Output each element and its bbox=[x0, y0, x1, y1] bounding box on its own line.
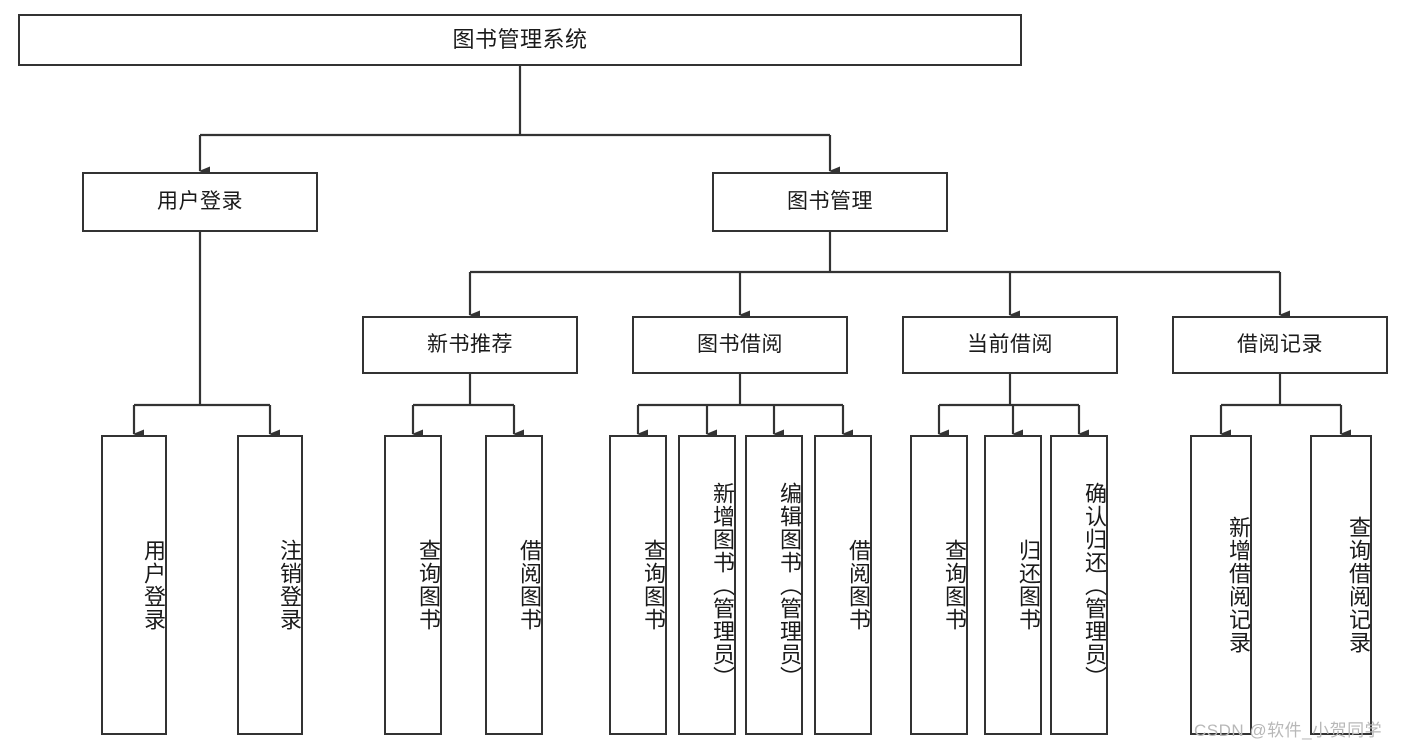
node-label: 归还图书 bbox=[1016, 539, 1041, 631]
node-leaf-user-logout[interactable]: 注销登录 bbox=[237, 435, 303, 735]
node-label: 新增借阅记录 bbox=[1226, 516, 1251, 654]
node-label: 新增图书（管理员） bbox=[710, 481, 735, 689]
node-label: 图书管理系统 bbox=[452, 26, 588, 52]
node-label: 借阅记录 bbox=[1237, 333, 1323, 357]
node-leaf-query-book-2[interactable]: 查询图书 bbox=[609, 435, 667, 735]
node-leaf-query-record[interactable]: 查询借阅记录 bbox=[1310, 435, 1372, 735]
node-label: 新书推荐 bbox=[427, 333, 513, 357]
node-label: 当前借阅 bbox=[967, 333, 1053, 357]
node-leaf-borrow-book-1[interactable]: 借阅图书 bbox=[485, 435, 543, 735]
node-label: 确认归还（管理员） bbox=[1082, 481, 1107, 689]
node-label: 借阅图书 bbox=[846, 539, 871, 631]
node-borrow-record[interactable]: 借阅记录 bbox=[1172, 316, 1388, 374]
node-root[interactable]: 图书管理系统 bbox=[18, 14, 1022, 66]
node-leaf-query-book-1[interactable]: 查询图书 bbox=[384, 435, 442, 735]
node-new-book-rec[interactable]: 新书推荐 bbox=[362, 316, 578, 374]
node-label: 查询图书 bbox=[942, 539, 967, 631]
node-label: 注销登录 bbox=[277, 539, 302, 631]
node-leaf-add-record[interactable]: 新增借阅记录 bbox=[1190, 435, 1252, 735]
node-label: 用户登录 bbox=[157, 190, 243, 214]
node-book-manage[interactable]: 图书管理 bbox=[712, 172, 948, 232]
node-leaf-edit-book[interactable]: 编辑图书（管理员） bbox=[745, 435, 803, 735]
node-leaf-add-book[interactable]: 新增图书（管理员） bbox=[678, 435, 736, 735]
node-leaf-user-login[interactable]: 用户登录 bbox=[101, 435, 167, 735]
node-book-borrow[interactable]: 图书借阅 bbox=[632, 316, 848, 374]
node-current-borrow[interactable]: 当前借阅 bbox=[902, 316, 1118, 374]
node-label: 借阅图书 bbox=[517, 539, 542, 631]
node-label: 图书管理 bbox=[787, 190, 873, 214]
watermark-text: CSDN @软件_小贺同学 bbox=[1194, 721, 1383, 740]
node-leaf-borrow-book-2[interactable]: 借阅图书 bbox=[814, 435, 872, 735]
node-user-login[interactable]: 用户登录 bbox=[82, 172, 318, 232]
node-label: 用户登录 bbox=[141, 539, 166, 631]
node-label: 查询图书 bbox=[416, 539, 441, 631]
node-leaf-return-book[interactable]: 归还图书 bbox=[984, 435, 1042, 735]
node-leaf-confirm-return[interactable]: 确认归还（管理员） bbox=[1050, 435, 1108, 735]
node-leaf-query-book-3[interactable]: 查询图书 bbox=[910, 435, 968, 735]
node-label: 图书借阅 bbox=[697, 333, 783, 357]
node-label: 查询借阅记录 bbox=[1346, 516, 1371, 654]
node-label: 编辑图书（管理员） bbox=[777, 481, 802, 689]
node-label: 查询图书 bbox=[641, 539, 666, 631]
